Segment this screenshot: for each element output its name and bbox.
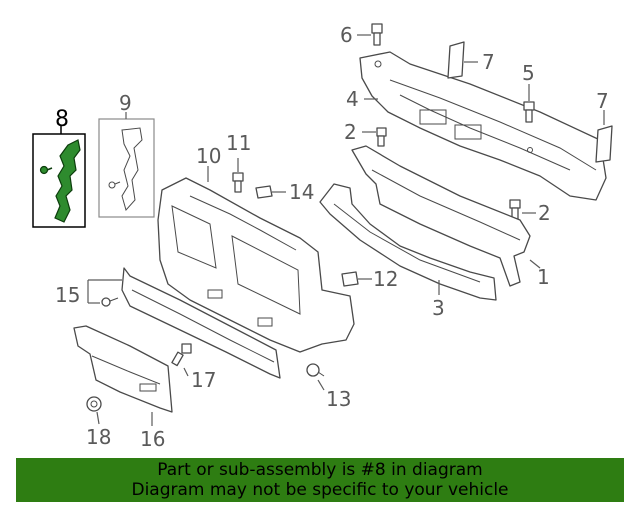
callout-9: 9: [119, 91, 132, 115]
nut-18[interactable]: [86, 396, 102, 412]
bolt-6[interactable]: [371, 23, 383, 46]
callout-7a: 7: [482, 50, 495, 74]
callout-14: 14: [289, 180, 314, 204]
callout-7b: 7: [596, 89, 609, 113]
banner-line-1: Part or sub-assembly is #8 in diagram: [157, 460, 483, 480]
parts-diagram: 8 9 4 6 7 7 5: [32, 23, 613, 451]
callout-6: 6: [340, 23, 353, 47]
callout-1: 1: [537, 265, 550, 289]
bolt-17[interactable]: [171, 343, 192, 367]
clip-12[interactable]: [341, 271, 359, 287]
bolt-11[interactable]: [232, 172, 244, 193]
callout-11: 11: [226, 131, 251, 155]
bolt-2a[interactable]: [376, 127, 387, 147]
part-9-box[interactable]: [98, 118, 155, 218]
lower-shield[interactable]: [73, 325, 173, 413]
callout-3: 3: [432, 296, 445, 320]
callout-10: 10: [196, 144, 221, 168]
info-banner: Part or sub-assembly is #8 in diagram Di…: [16, 458, 624, 502]
callout-2b: 2: [538, 201, 551, 225]
bolt-5[interactable]: [523, 101, 535, 123]
callout-17: 17: [191, 368, 216, 392]
callout-16: 16: [140, 427, 165, 451]
upper-tie-bar[interactable]: [351, 145, 531, 287]
radiator-upper-cover[interactable]: [359, 51, 607, 201]
seal-7a[interactable]: [447, 41, 465, 79]
callout-2a: 2: [344, 120, 357, 144]
callout-8: 8: [55, 107, 69, 132]
clip-14[interactable]: [255, 185, 273, 199]
callout-4: 4: [346, 87, 359, 111]
callout-15: 15: [55, 283, 80, 307]
screw-13[interactable]: [306, 363, 325, 377]
callout-5: 5: [522, 61, 535, 85]
screw-15[interactable]: [101, 297, 119, 307]
callout-18: 18: [86, 425, 111, 449]
part-8-highlight[interactable]: [32, 126, 86, 228]
lower-tie-bar[interactable]: [319, 183, 497, 301]
seal-7b[interactable]: [595, 125, 613, 163]
callout-12: 12: [373, 267, 398, 291]
banner-line-2: Diagram may not be specific to your vehi…: [131, 480, 509, 500]
air-deflector[interactable]: [121, 267, 281, 379]
radiator-support[interactable]: [157, 177, 355, 353]
callout-13: 13: [326, 387, 351, 411]
